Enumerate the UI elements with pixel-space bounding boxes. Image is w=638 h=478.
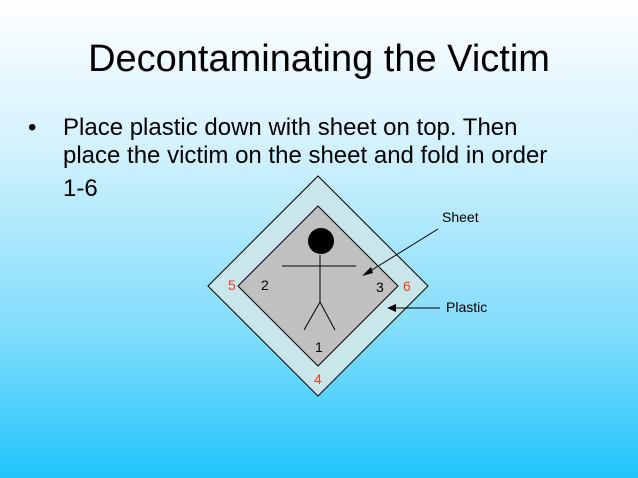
bullet-line-2: place the victim on the sheet and fold i…	[63, 142, 548, 169]
slide-title: Decontaminating the Victim	[88, 38, 550, 80]
sheet-layer	[237, 205, 399, 367]
victim-head	[308, 228, 334, 254]
bullet-text: Place plastic down with sheet on top. Th…	[63, 114, 623, 203]
plastic-callout-label: Plastic	[446, 299, 487, 315]
bullet-dot: •	[28, 114, 37, 141]
fold-number-4: 4	[314, 371, 322, 387]
fold-number-5: 5	[228, 277, 236, 293]
bullet-line-1: Place plastic down with sheet on top. Th…	[63, 114, 518, 141]
victim-figure	[282, 228, 356, 331]
fold-number-6: 6	[403, 278, 411, 294]
fold-number-2: 2	[261, 277, 269, 293]
plastic-callout-arrow	[387, 304, 440, 312]
fold-number-1: 1	[315, 339, 323, 355]
bullet-line-3: 1-6	[63, 175, 98, 202]
bullet-item: • Place plastic down with sheet on top. …	[28, 114, 628, 203]
fold-number-3: 3	[376, 279, 384, 295]
sheet-callout-arrow	[362, 228, 439, 276]
sheet-callout-label: Sheet	[442, 209, 479, 225]
victim-left-leg	[303, 301, 321, 331]
victim-right-leg	[319, 301, 336, 331]
